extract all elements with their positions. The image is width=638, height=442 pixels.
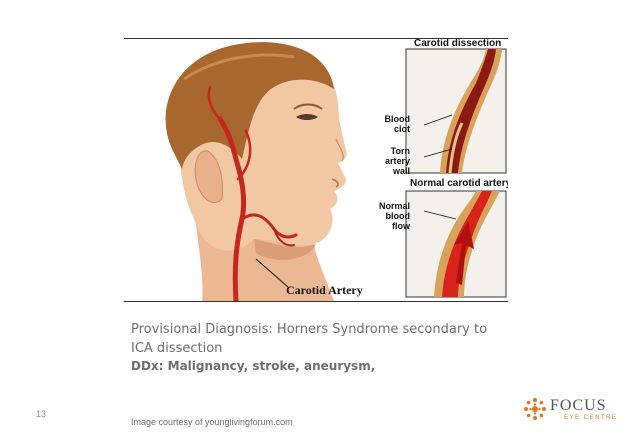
carotid-artery-label: Carotid Artery — [286, 283, 363, 297]
carotid-illustration: Carotid dissection Normal carotid artery… — [124, 38, 508, 302]
slide-number: 13 — [36, 409, 47, 419]
dissection-clot — [446, 49, 496, 173]
normal-panel-title: Normal carotid artery — [410, 178, 508, 189]
flow-leader-line — [423, 210, 457, 220]
clot-leader-line — [423, 114, 453, 126]
carotid-artery-trunk — [217, 116, 247, 301]
logo-wordmark: FOCUS — [550, 397, 607, 414]
sunburst-logo-icon — [524, 398, 546, 420]
eye-shape — [296, 114, 318, 120]
logo-subtitle: EYE CENTRE — [564, 415, 618, 421]
lips-line — [331, 178, 339, 188]
blood-flow-arrow — [454, 221, 474, 285]
hair-highlight — [183, 53, 295, 81]
wall-leader-line — [423, 148, 453, 158]
blood-clot-callout: Blood clot — [384, 114, 411, 134]
torn-wall-callout: Torn artery wall — [384, 146, 410, 176]
eyebrow-shape — [293, 103, 323, 110]
image-credit: Image courtesy of younglivingforum.com — [131, 417, 293, 427]
temporal-branch — [236, 129, 252, 181]
head-and-artery-drawing — [165, 42, 507, 301]
ear-shape — [194, 150, 223, 203]
upper-branch — [207, 85, 222, 121]
dissection-panel-title: Carotid dissection — [414, 38, 502, 49]
differential-diagnosis: DDx: Malignancy, stroke, aneurysm, — [131, 359, 376, 373]
hair-shape — [165, 42, 334, 169]
torn-wall-flap — [448, 122, 464, 174]
provisional-diagnosis: Provisional Diagnosis: Horners Syndrome … — [131, 322, 488, 356]
lower-branch — [273, 228, 295, 247]
normal-flow-callout: Normal blood flow — [378, 201, 410, 231]
jaw-shadow — [254, 239, 316, 260]
focus-eye-centre-logo: FOCUS EYE CENTRE — [522, 396, 622, 426]
nose-line — [335, 138, 344, 162]
artery-leader-line — [255, 258, 289, 288]
